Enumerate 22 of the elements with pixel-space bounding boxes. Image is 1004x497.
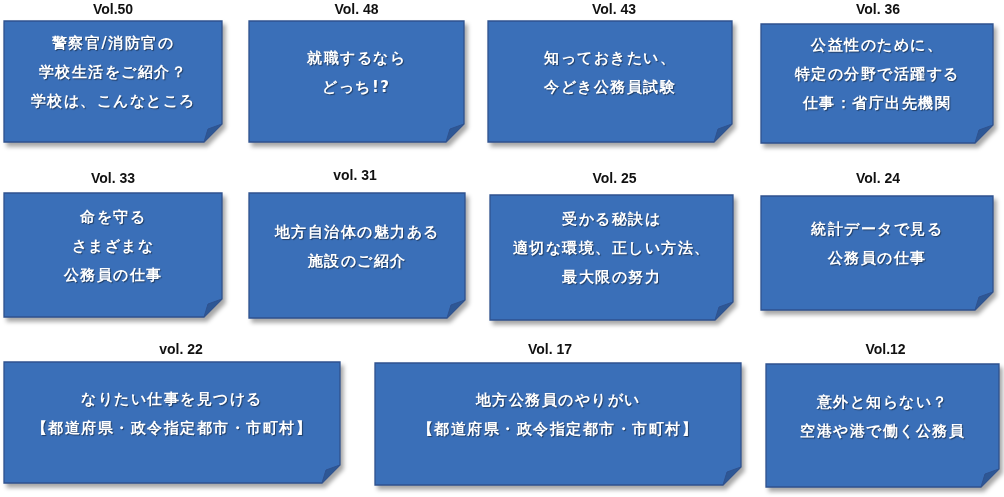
volume-label: Vol. 43 bbox=[591, 0, 637, 18]
note-text: 地方自治体の魅力ある施設のご紹介 bbox=[274, 221, 440, 272]
note-text: 公益性のために、特定の分野で活躍する仕事：省庁出先機関 bbox=[794, 35, 960, 114]
note-text: 知っておきたい、今どき公務員試験 bbox=[543, 47, 677, 98]
volume-label: vol. 22 bbox=[159, 340, 203, 358]
note-text: 統計データで見る公務員の仕事 bbox=[810, 219, 944, 269]
note-text: なりたい仕事を見つける【都道府県・政令指定都市・市町村】 bbox=[31, 388, 313, 439]
note-text: 就職するならどっち!? bbox=[306, 47, 407, 98]
note-text: 地方公務員のやりがい【都道府県・政令指定都市・市町村】 bbox=[417, 390, 699, 440]
volume-label: Vol. 48 bbox=[334, 0, 379, 18]
note-text: 意外と知らない？空港や港で働く公務員 bbox=[799, 391, 966, 442]
note-text: 受かる秘訣は適切な環境、正しい方法、最大限の努力 bbox=[512, 209, 711, 288]
volume-label: Vol. 36 bbox=[855, 0, 901, 18]
volume-label: Vol. 24 bbox=[855, 169, 901, 187]
volume-label: Vol. 33 bbox=[90, 169, 136, 187]
volume-label: vol. 31 bbox=[333, 166, 377, 184]
note-text: 命を守るさまざまな公務員の仕事 bbox=[63, 206, 163, 286]
note-text: 警察官/消防官の学校生活をご紹介？学校は、こんなところ bbox=[30, 33, 196, 112]
volume-label: Vol.12 bbox=[865, 340, 906, 358]
volume-label: Vol. 25 bbox=[592, 169, 637, 187]
volume-label: Vol.50 bbox=[92, 0, 134, 18]
volume-label: Vol. 17 bbox=[527, 340, 573, 358]
